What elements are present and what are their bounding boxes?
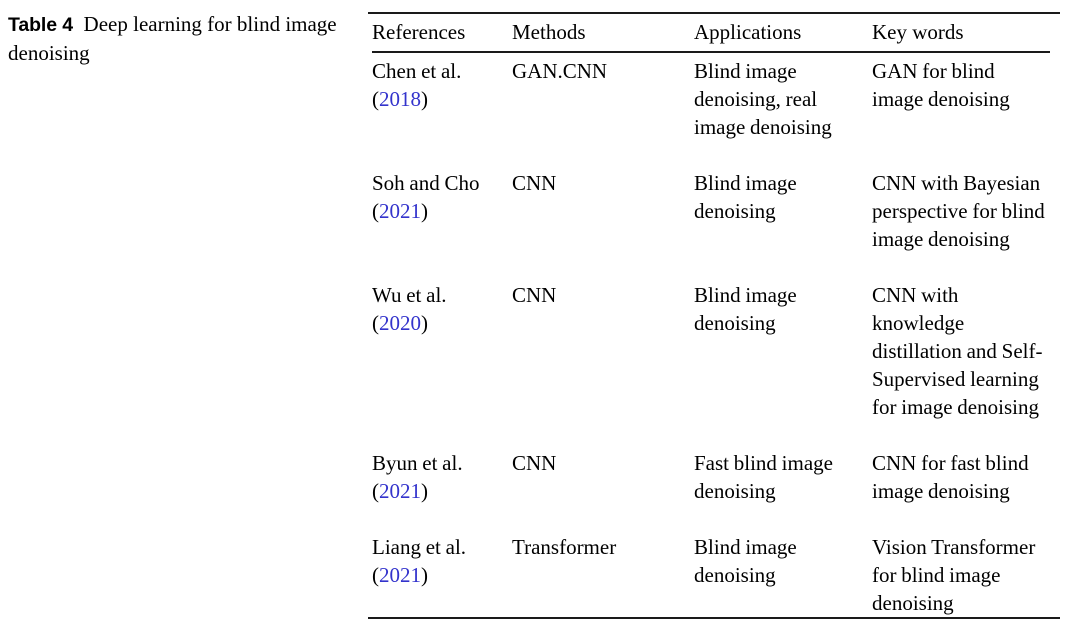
cell-keywords: CNN with knowledge distillation and Self… [872,283,1043,419]
table-caption-text: Deep learning for blind image denoising [8,12,337,65]
cell-applications: Blind image denoising, real image denois… [694,59,832,139]
cell-reference: Byun et al. (2021) [372,451,463,503]
cell-methods: CNN [512,171,557,195]
reference-year-link[interactable]: 2021 [379,563,421,587]
table-container: References Methods Applications Key word… [368,12,1060,619]
cell-reference: Soh and Cho (2021) [372,171,480,223]
column-header-applications: Applications [694,20,802,44]
header-rule-spacer [368,51,1060,57]
reference-year-link[interactable]: 2020 [379,311,421,335]
column-header-references: References [372,20,466,44]
cell-methods: Transformer [512,535,617,559]
row-gap-cell [368,141,1060,169]
cell-applications: Fast blind image denoising [694,451,833,503]
row-gap-cell [368,421,1060,449]
table-body: Chen et al. (2018) GAN.CNN Blind image d… [368,51,1060,617]
cell-keywords: Vision Transformer for blind image denoi… [872,535,1036,615]
cell-applications: Blind image denoising [694,535,797,587]
reference-author: Liang et al. [372,535,467,559]
cell-applications: Blind image denoising [694,283,797,335]
cell-reference: Liang et al. (2021) [372,535,467,587]
reference-author: Soh and Cho [372,171,480,195]
cell-keywords: CNN for fast blind image denoising [872,451,1029,503]
row-gap-cell [368,505,1060,533]
row-gap [368,253,1060,281]
table-row: Chen et al. (2018) GAN.CNN Blind image d… [368,57,1060,141]
table-header-rule [372,51,1050,53]
reference-author: Byun et al. [372,451,463,475]
row-gap-cell [368,253,1060,281]
table-top-rule [368,12,1060,14]
table-caption-label: Table 4 [8,14,74,36]
deep-learning-blind-denoising-table: References Methods Applications Key word… [368,14,1060,617]
reference-year-link[interactable]: 2018 [379,87,421,111]
cell-methods: CNN [512,451,557,475]
table-caption: Table 4 Deep learning for blind image de… [8,10,338,67]
reference-author: Chen et al. [372,59,462,83]
cell-keywords: GAN for blind image denoising [872,59,1010,111]
reference-year-link[interactable]: 2021 [379,199,421,223]
table-row: Soh and Cho (2021) CNN Blind image denoi… [368,169,1060,253]
table-row: Wu et al. (2020) CNN Blind image denoisi… [368,281,1060,421]
header-rule-cell [368,51,1060,57]
cell-reference: Chen et al. (2018) [372,59,462,111]
table-row: Liang et al. (2021) Transformer Blind im… [368,533,1060,617]
cell-reference: Wu et al. (2020) [372,283,447,335]
column-header-key-words: Key words [872,20,964,44]
cell-keywords: CNN with Bayesian perspective for blind … [872,171,1045,251]
table-row: Byun et al. (2021) CNN Fast blind image … [368,449,1060,505]
cell-applications: Blind image denoising [694,171,797,223]
reference-year-link[interactable]: 2021 [379,479,421,503]
table-caption-text-space [73,12,84,36]
cell-methods: GAN.CNN [512,59,608,83]
table-header-row: References Methods Applications Key word… [368,14,1060,51]
reference-author: Wu et al. [372,283,447,307]
column-header-methods: Methods [512,20,586,44]
table-header: References Methods Applications Key word… [368,14,1060,51]
table-figure-page: Table 4 Deep learning for blind image de… [8,10,1060,619]
row-gap [368,421,1060,449]
row-gap [368,505,1060,533]
row-gap [368,141,1060,169]
cell-methods: CNN [512,283,557,307]
